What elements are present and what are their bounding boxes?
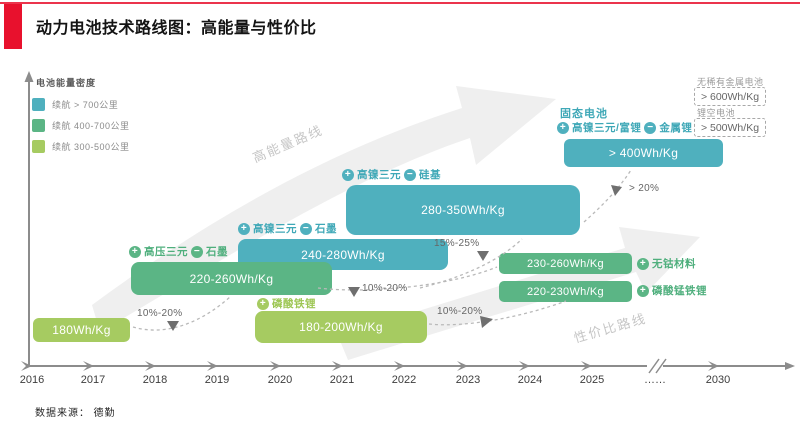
box-value: 180Wh/Kg [52,323,111,337]
connector-220-to-230 [317,266,498,291]
tag-text: 磷酸锰铁锂 [652,285,707,297]
tag-text: 磷酸铁锂 [272,298,316,310]
year-label: 2022 [391,374,417,386]
page-title: 动力电池技术路线图：高能量与性价比 [36,20,317,37]
tag-text: 石墨 [315,223,337,235]
future-value: > 600Wh/Kg [700,90,760,103]
box-220-260: 220-260Wh/Kg [131,262,332,295]
box-value: 230-260Wh/Kg [527,257,604,270]
year-label: 2016 [19,374,45,386]
legend-label: 续航 400-700公里 [52,121,130,131]
legend-label: 续航 > 700公里 [52,100,119,110]
box-220-230: 220-230Wh/Kg [499,281,632,302]
year-label-ellipsis: …… [644,374,666,386]
top-rule [0,2,800,4]
tag-400: + 高镍三元/富锂 − 金属锂 [557,120,692,135]
future-box-500: > 500Wh/Kg [694,118,766,137]
legend-item: 续航 300-500公里 [32,140,130,153]
box-400: > 400Wh/Kg [564,139,723,167]
year-label: 2025 [579,374,605,386]
tag-text: 金属锂 [659,122,693,134]
minus-icon: − [191,245,203,258]
box-value: 220-230Wh/Kg [527,285,604,298]
tag-text: 高镍三元/富锂 [572,122,642,134]
connector-280-to-400 [583,169,632,223]
tag-text: 高压三元 [144,246,188,258]
plus-icon: + [238,222,250,235]
year-label: 2023 [455,374,481,386]
y-axis-title: 电池能量密度 [36,78,97,88]
box-180-200: 180-200Wh/Kg [255,311,427,343]
year-label: 2019 [204,374,230,386]
box-230-260: 230-260Wh/Kg [499,253,632,274]
tag-text: 无钴材料 [652,258,696,270]
tag-text: 高镍三元 [253,223,297,235]
legend-swatch-teal [32,98,45,111]
box-280-350: 280-350Wh/Kg [346,185,580,235]
solid-state-title: 固态电池 [560,108,608,120]
box-value: 180-200Wh/Kg [299,320,383,334]
box-value: 240-280Wh/Kg [301,247,385,262]
tag-text: 硅基 [419,169,441,181]
minus-icon: − [404,168,416,181]
future-box-600: > 600Wh/Kg [694,87,766,106]
tag-230-260: + 无钴材料 [637,256,696,271]
box-180: 180Wh/Kg [33,318,130,342]
box-value: > 400Wh/Kg [608,146,679,160]
legend-item: 续航 400-700公里 [32,119,130,132]
plus-icon: + [342,168,354,181]
pct-label-1: 10%-20% [137,308,183,319]
high-energy-route-label: 高能量路线 [250,122,326,166]
axis-break-icon [648,358,667,374]
legend-item: 续航 > 700公里 [32,98,130,111]
pct-label-3: 15%-25% [434,238,480,249]
year-label: 2021 [329,374,355,386]
future-label-no-rare-metal: 无稀有金属电池 [697,77,764,87]
plus-icon: + [129,245,141,258]
year-label: 2017 [80,374,106,386]
legend-label: 续航 300-500公里 [52,142,130,152]
data-source: 数据来源： 德勤 [35,408,116,419]
box-value: 280-350Wh/Kg [421,203,505,217]
pct-label-4: 10%-20% [437,306,483,317]
legend: 续航 > 700公里 续航 400-700公里 续航 300-500公里 [32,98,130,161]
future-value: > 500Wh/Kg [700,121,760,134]
minus-icon: − [300,222,312,235]
tag-280-350: + 高镍三元 − 硅基 [342,167,441,182]
brand-red-block [4,4,22,49]
legend-swatch-lime [32,140,45,153]
year-label: 2024 [517,374,543,386]
x-axis-tick-arrows [21,361,719,371]
pct-label-2: 10%-20% [362,283,408,294]
tag-240-280: + 高镍三元 − 石墨 [238,221,337,236]
tag-text: 石墨 [206,246,228,258]
tag-220-260: + 高压三元 − 石墨 [129,244,228,259]
plus-icon: + [257,297,269,310]
tag-text: 高镍三元 [357,169,401,181]
box-value: 220-260Wh/Kg [189,271,274,286]
tag-220-230: + 磷酸锰铁锂 [637,283,707,298]
minus-icon: − [644,121,657,134]
pct-label-5: > 20% [629,183,660,194]
year-label: 2030 [705,374,731,386]
plus-icon: + [557,121,569,134]
cost-performance-route-label: 性价比路线 [572,310,649,346]
x-axis [21,357,795,375]
tag-180-200: + 磷酸铁锂 [257,296,316,311]
plus-icon: + [637,257,649,270]
year-label: 2020 [267,374,293,386]
future-label-li-air: 锂空电池 [697,108,736,118]
plus-icon: + [637,284,649,297]
legend-swatch-green [32,119,45,132]
year-label: 2018 [142,374,168,386]
